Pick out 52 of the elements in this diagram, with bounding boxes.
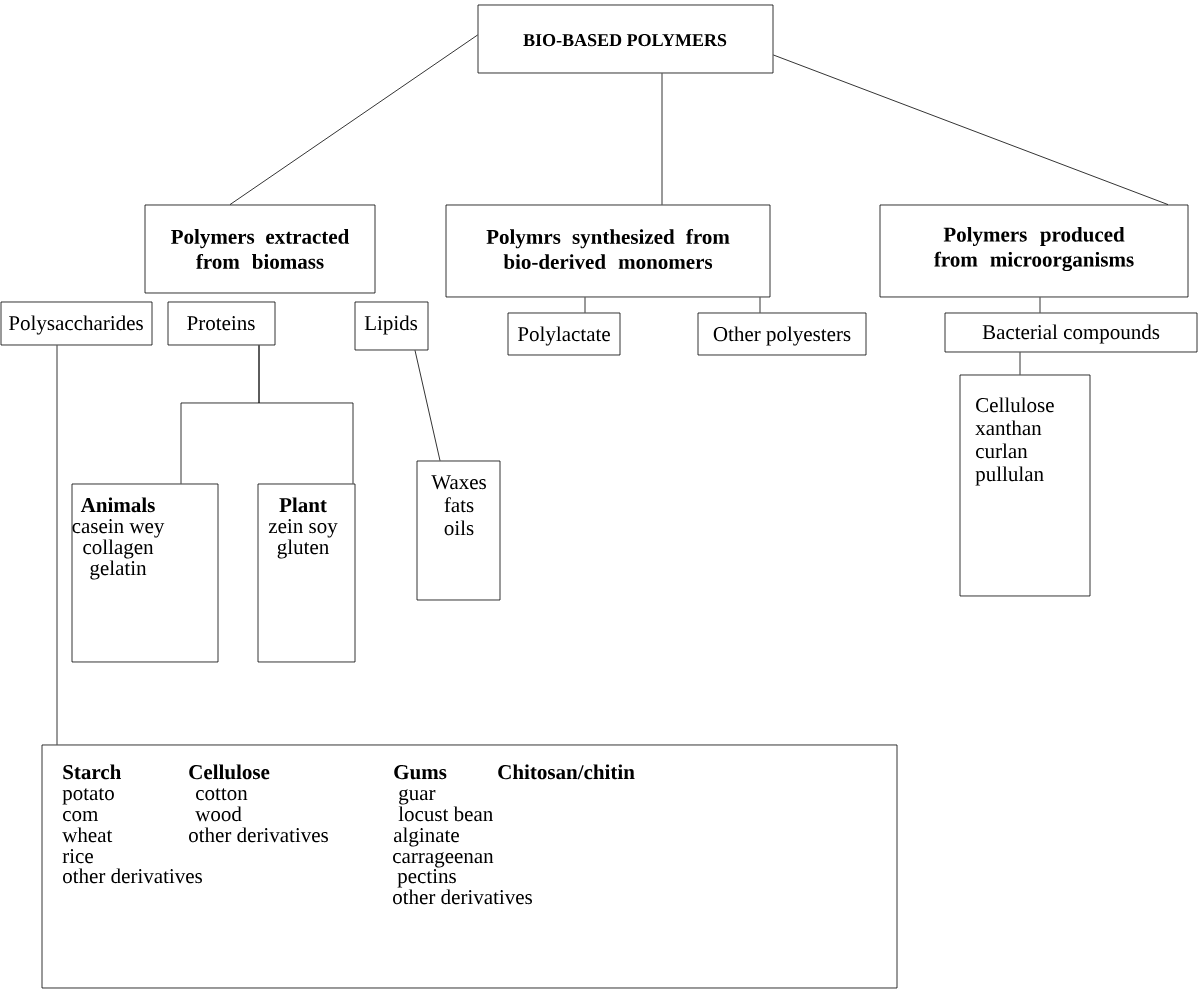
list-heading: Plant [279,497,327,513]
list-item: alginate [393,827,459,847]
list-item: casein wey [72,519,165,538]
class-box: Polylactate [507,312,621,356]
connector-line [258,345,354,484]
category-box: Polymers extracted from biomass [144,204,376,294]
list-heading: Cellulose [189,764,270,780]
connector-line [414,350,441,461]
category-box: Polymrs synthesized from bio-derived monomers [445,204,771,298]
category-box: Polymers produced from microorganisms [879,204,1189,298]
list-item: collagen [83,539,154,559]
list-item: rice [62,849,93,864]
connector-line [584,297,586,313]
class-box: Proteins [167,301,276,346]
title-box: BIO-BASED POLYMERS [477,4,774,74]
list-item: pullulan [975,466,1044,486]
list-item: other derivatives [63,868,202,884]
connector-line [56,345,58,745]
connector-line [1019,352,1021,375]
connector-line [661,73,663,205]
connector-line [773,54,1169,205]
connector-line [1039,297,1041,313]
list-item: pectins [397,869,456,888]
list-heading: Starch [63,764,121,780]
class-box: Bacterial compounds [944,312,1198,353]
list-item: curlan [976,443,1028,459]
list-item: wheat [62,827,113,843]
list-item: potato [62,788,114,805]
list-item: gelatin [90,560,147,580]
list-item: carrageenan [393,852,494,868]
list-item: com [63,811,99,822]
connector-line [759,297,761,313]
list-item: wood [195,806,242,822]
list-item: other derivatives [393,889,532,905]
list-item: zein soy [268,519,338,538]
list-item: oils [444,520,474,536]
list-item: Cellulose [976,397,1054,413]
list-item: fats [444,497,474,513]
list-heading: Gums [394,765,447,780]
list-heading: Chitosan/chitin [498,764,635,780]
list-heading: Animals [80,497,155,513]
list-item: gluten [277,539,329,559]
list-item: cotton [196,788,248,801]
list-item: locust bean [398,806,493,822]
class-box: Lipids [354,301,429,351]
list-item: other derivatives [189,827,328,843]
class-box: Polysaccharides [0,301,153,346]
class-box: Other polyesters [697,312,867,356]
list-item: Waxes [431,475,486,490]
list-item: xanthan [975,420,1042,436]
list-item: guar [399,789,436,805]
connector-line [229,34,478,205]
